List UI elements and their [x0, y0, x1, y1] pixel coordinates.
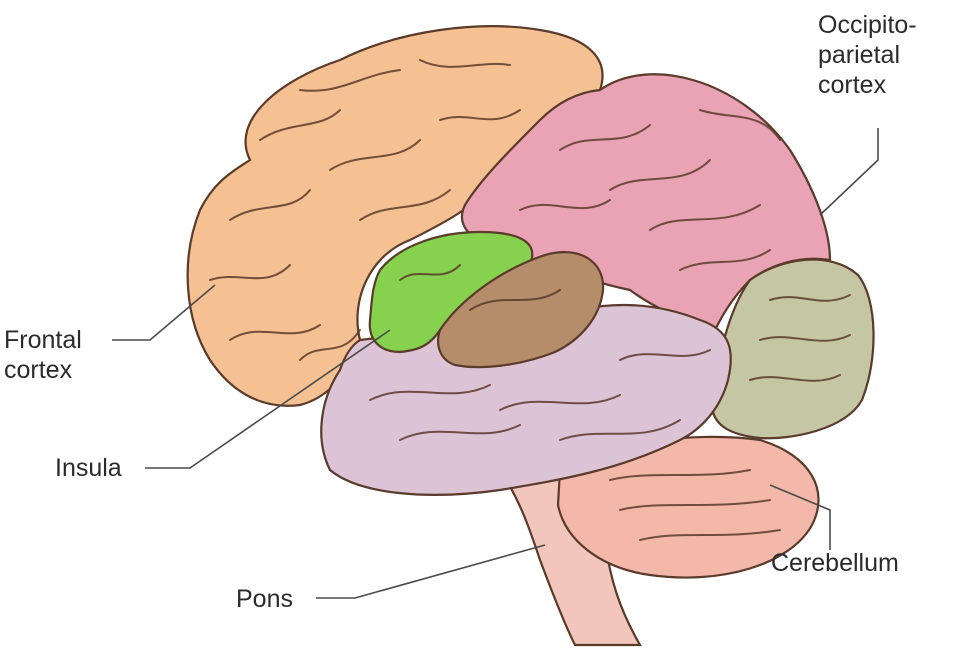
frontal-lobe [186, 25, 604, 407]
occipito-parietal-label: Occipito- parietal cortex [818, 10, 917, 100]
insula-label: Insula [55, 454, 122, 482]
occipito-parietal-label-line3: cortex [818, 71, 887, 99]
occipito-parietal-leader [819, 128, 879, 216]
occipito-parietal-label-line1: Occipito- [818, 11, 917, 39]
frontal-label: Frontal cortex [4, 325, 82, 385]
occipito-parietal-label-line2: parietal [818, 41, 900, 69]
frontal-label-line2: cortex [4, 356, 73, 384]
frontal-label-line1: Frontal [4, 326, 82, 354]
insula-leader [145, 329, 391, 469]
frontal-leader [112, 284, 216, 341]
gyri-pattern [209, 59, 851, 541]
cerebellum-leader [769, 484, 831, 550]
pons-label: Pons [236, 585, 293, 613]
auditory-region [437, 251, 605, 369]
cerebellum-label: Cerebellum [771, 549, 899, 577]
pons-leader [316, 544, 546, 599]
